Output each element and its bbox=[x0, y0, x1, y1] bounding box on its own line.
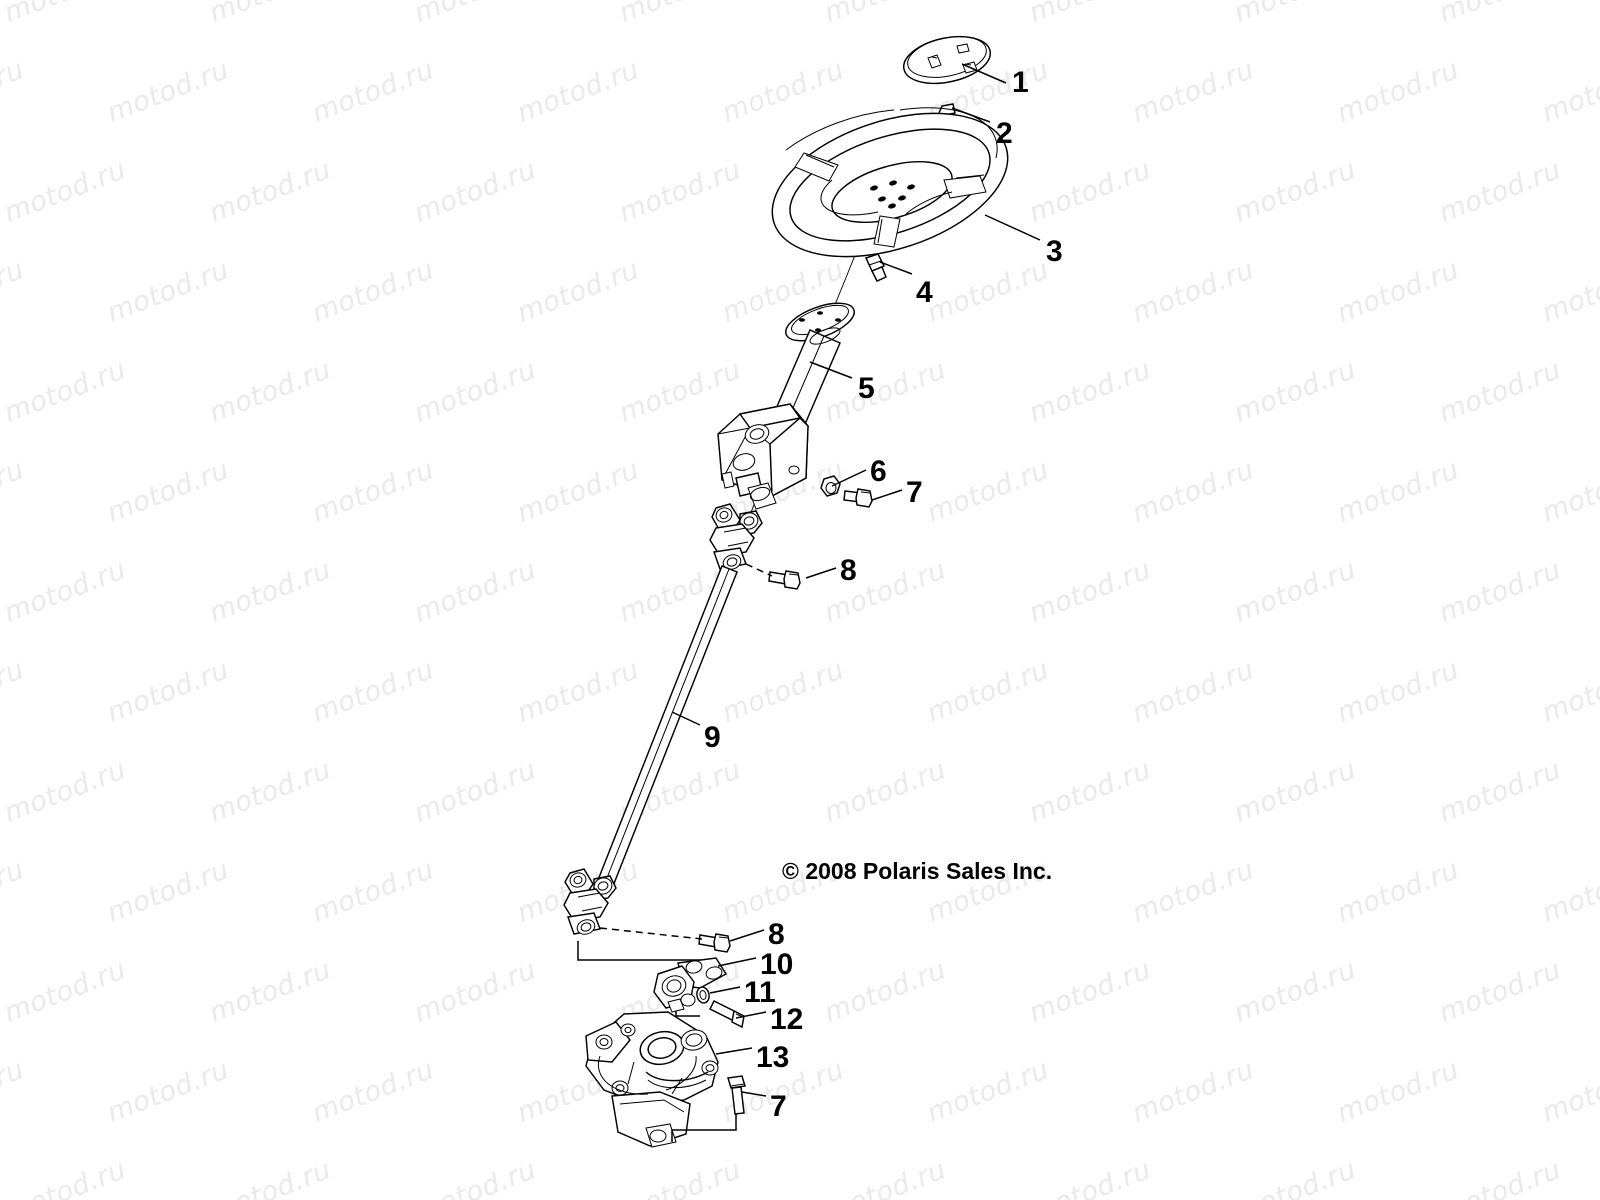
callout-number-center-cap: 1 bbox=[1012, 66, 1029, 99]
part-steering-wheel bbox=[771, 107, 1009, 258]
leader-dash-8-upper bbox=[745, 563, 773, 577]
part-gearbox-housing bbox=[585, 1011, 719, 1148]
part-bolt-7 bbox=[843, 488, 873, 508]
part-wheel-nut bbox=[865, 253, 887, 282]
part-nut-6 bbox=[820, 475, 841, 497]
part-pinch-bolt-8-upper bbox=[768, 570, 801, 590]
part-universal-joint-lower bbox=[563, 868, 617, 935]
part-washer-11 bbox=[696, 986, 710, 1004]
part-pinch-bolt-8-lower bbox=[698, 933, 731, 953]
part-universal-joint-upper bbox=[709, 503, 763, 570]
part-arm-bolt-12 bbox=[709, 1000, 745, 1029]
callout-number-washer: 11 bbox=[744, 976, 776, 1009]
callout-number-steering-wheel: 3 bbox=[1046, 235, 1063, 268]
callout-number-gearbox-bolt: 7 bbox=[770, 1090, 787, 1123]
callout-number-arm-bolt: 12 bbox=[770, 1003, 804, 1036]
part-pitman-arm bbox=[653, 957, 728, 1013]
callout-number-wheel-nut: 4 bbox=[916, 276, 933, 309]
callout-number-steering-shaft: 9 bbox=[704, 721, 721, 754]
callout-leader-lines bbox=[671, 63, 1041, 1097]
callout-number-pinch-bolt-lower: 8 bbox=[768, 918, 785, 951]
leader-dash-8-lower bbox=[599, 927, 703, 940]
part-gearbox-bolt-7 bbox=[727, 1075, 746, 1115]
part-column-mount-bracket bbox=[717, 403, 809, 510]
callout-number-cap-screw: 2 bbox=[996, 117, 1013, 150]
callout-number-steering-post: 5 bbox=[858, 372, 875, 405]
part-center-cap bbox=[902, 35, 992, 85]
callout-number-pinch-bolt-upper: 8 bbox=[840, 554, 857, 587]
callout-number-bolt: 7 bbox=[906, 476, 923, 509]
copyright-notice: © 2008 Polaris Sales Inc. bbox=[782, 858, 1053, 884]
callout-number-pitman-arm: 10 bbox=[760, 948, 794, 981]
callout-number-nut: 6 bbox=[870, 455, 887, 488]
leader-gearbox-bolt bbox=[671, 1114, 737, 1142]
callout-number-gearbox-housing: 13 bbox=[756, 1041, 790, 1074]
